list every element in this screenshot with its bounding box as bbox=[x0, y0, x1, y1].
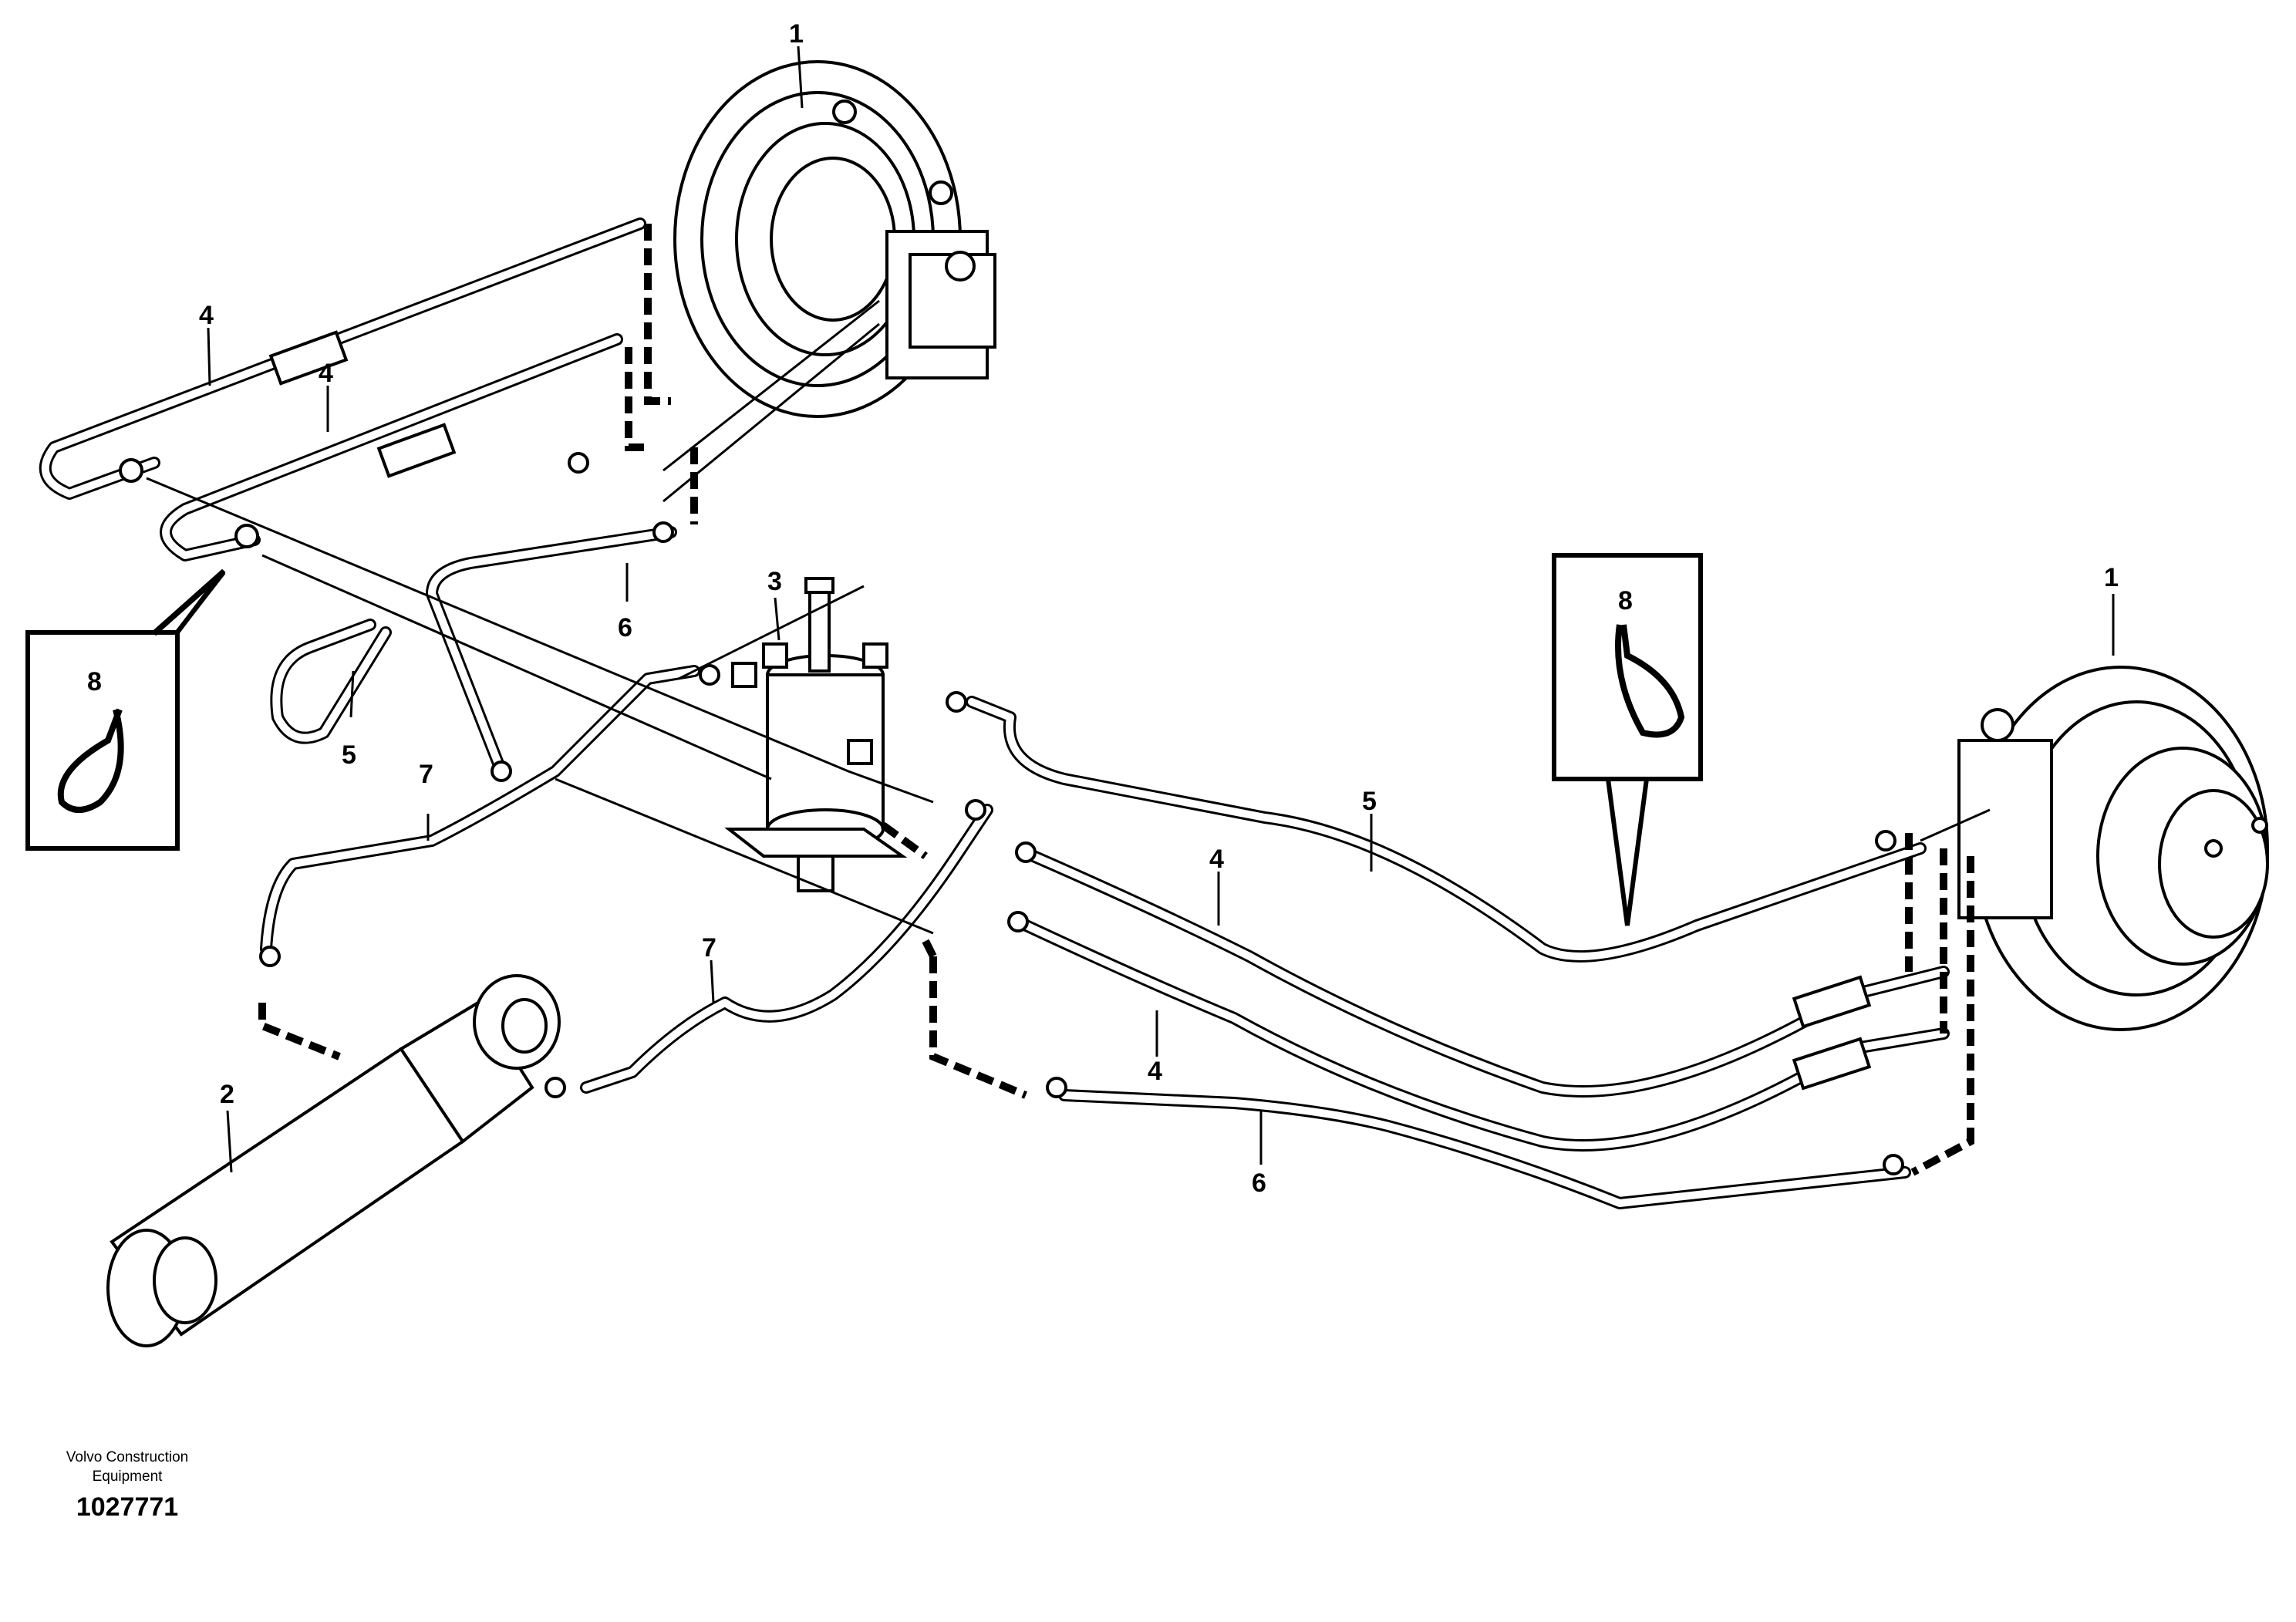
cable-tie-icon bbox=[57, 708, 124, 813]
hose-4-lower bbox=[1012, 850, 1950, 1152]
doc-number: 1027771 bbox=[76, 1492, 178, 1522]
callout-pipe-6b: 6 bbox=[1252, 1168, 1266, 1198]
brand-line-2: Equipment bbox=[93, 1469, 164, 1485]
swivel-joint bbox=[724, 577, 908, 892]
callout-clamp-right: 8 bbox=[1618, 586, 1633, 615]
callout-motor-right: 1 bbox=[2104, 563, 2119, 592]
callout-numbers: 1 1 2 3 4 4 4 4 5 5 6 6 7 7 8 8 bbox=[87, 19, 2119, 1198]
fittings bbox=[119, 452, 1904, 1175]
hose-4-upper bbox=[39, 218, 646, 561]
connecting-lines bbox=[146, 299, 1991, 935]
pipe-5 bbox=[270, 619, 1927, 963]
leader-lines bbox=[207, 46, 2115, 1173]
cable-tie-icon bbox=[1615, 624, 1685, 738]
travel-motor-right bbox=[1957, 666, 2269, 1031]
callout-pipe-7a: 7 bbox=[419, 760, 433, 789]
callout-hose-4c: 4 bbox=[1209, 845, 1224, 874]
clamp-detail-right bbox=[1552, 553, 1703, 926]
hydraulic-cylinder bbox=[106, 974, 561, 1347]
callout-hose-4d: 4 bbox=[1148, 1057, 1162, 1086]
callout-cylinder: 2 bbox=[220, 1080, 234, 1109]
dashed-connections bbox=[258, 224, 1974, 1176]
callout-clamp-left: 8 bbox=[87, 667, 102, 696]
callout-hose-4a: 4 bbox=[199, 301, 214, 330]
pipe-6 bbox=[426, 526, 1911, 1209]
callout-pipe-5b: 5 bbox=[1362, 787, 1377, 816]
callout-pipe-5a: 5 bbox=[342, 740, 356, 770]
callout-swivel: 3 bbox=[767, 567, 782, 596]
callout-pipe-6a: 6 bbox=[618, 613, 632, 642]
callout-hose-4b: 4 bbox=[319, 359, 333, 388]
travel-motor-left bbox=[673, 60, 996, 418]
callout-pipe-7b: 7 bbox=[702, 933, 716, 963]
clamp-detail-left bbox=[25, 568, 226, 851]
brand-line-1: Volvo Construction bbox=[66, 1449, 188, 1465]
callout-motor-left: 1 bbox=[789, 19, 804, 49]
footer: Volvo Construction Equipment 1027771 bbox=[66, 1449, 188, 1522]
